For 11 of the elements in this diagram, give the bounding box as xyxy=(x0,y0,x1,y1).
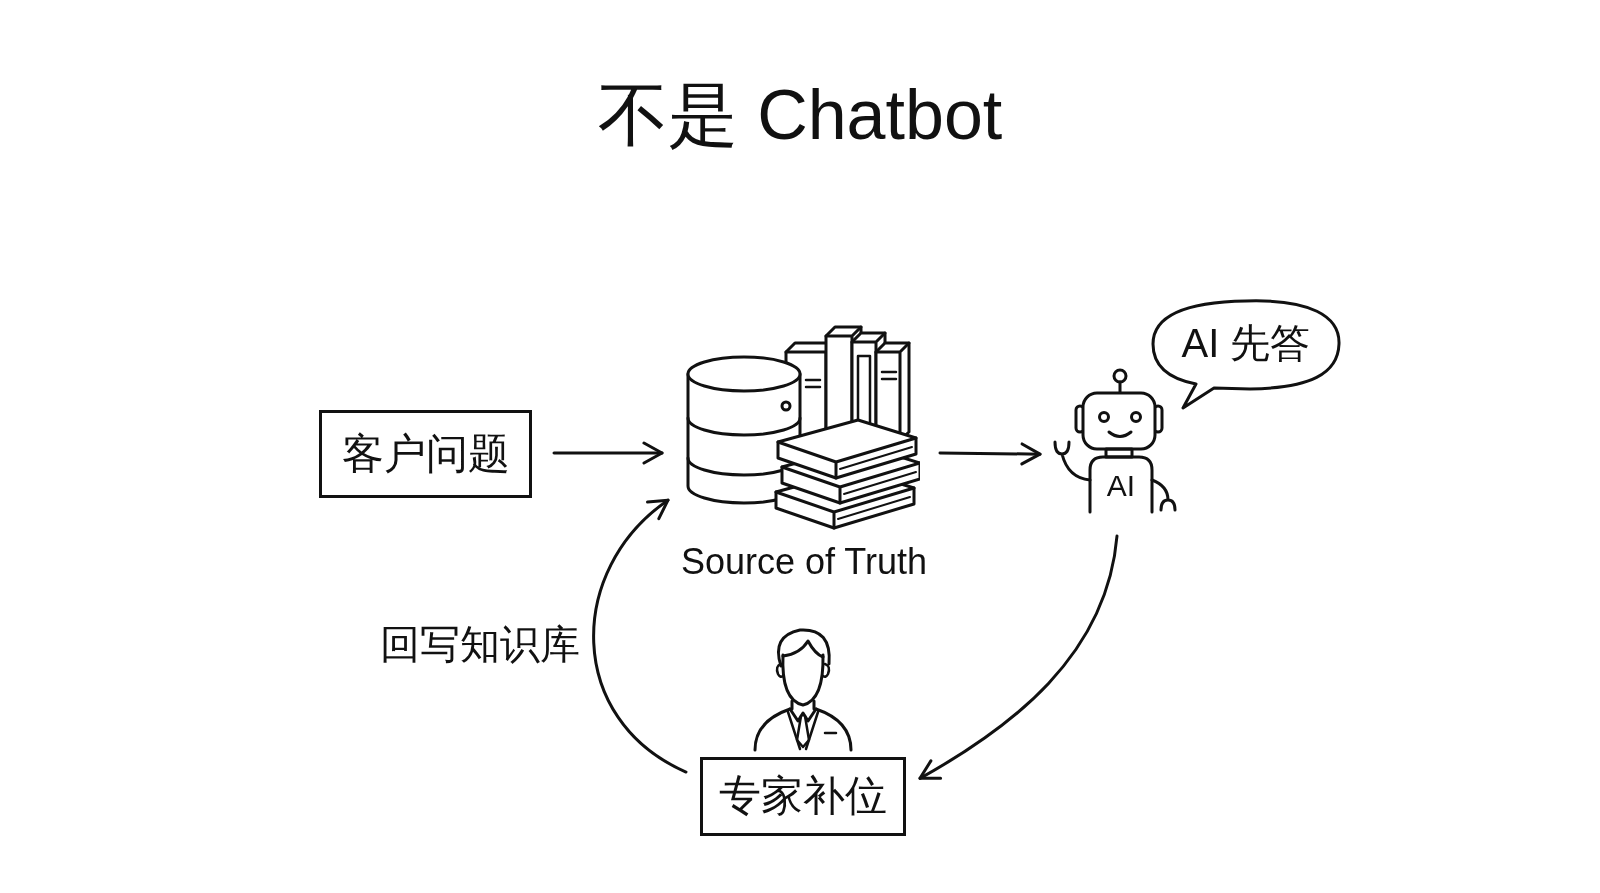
process-box: 客户问题 xyxy=(319,410,532,498)
curved-arrow xyxy=(592,498,688,774)
robot-label: AI xyxy=(1106,469,1136,502)
edge-label: 回写知识库 xyxy=(380,622,580,666)
arrow xyxy=(552,441,664,465)
speech-bubble: AI 先答 xyxy=(1150,298,1342,412)
curved-arrow xyxy=(918,534,1119,780)
arrow xyxy=(938,442,1042,466)
title: 不是 Chatbot xyxy=(597,80,1003,150)
node-label: Source of Truth xyxy=(680,542,928,582)
process-box: 专家补位 xyxy=(700,757,906,836)
